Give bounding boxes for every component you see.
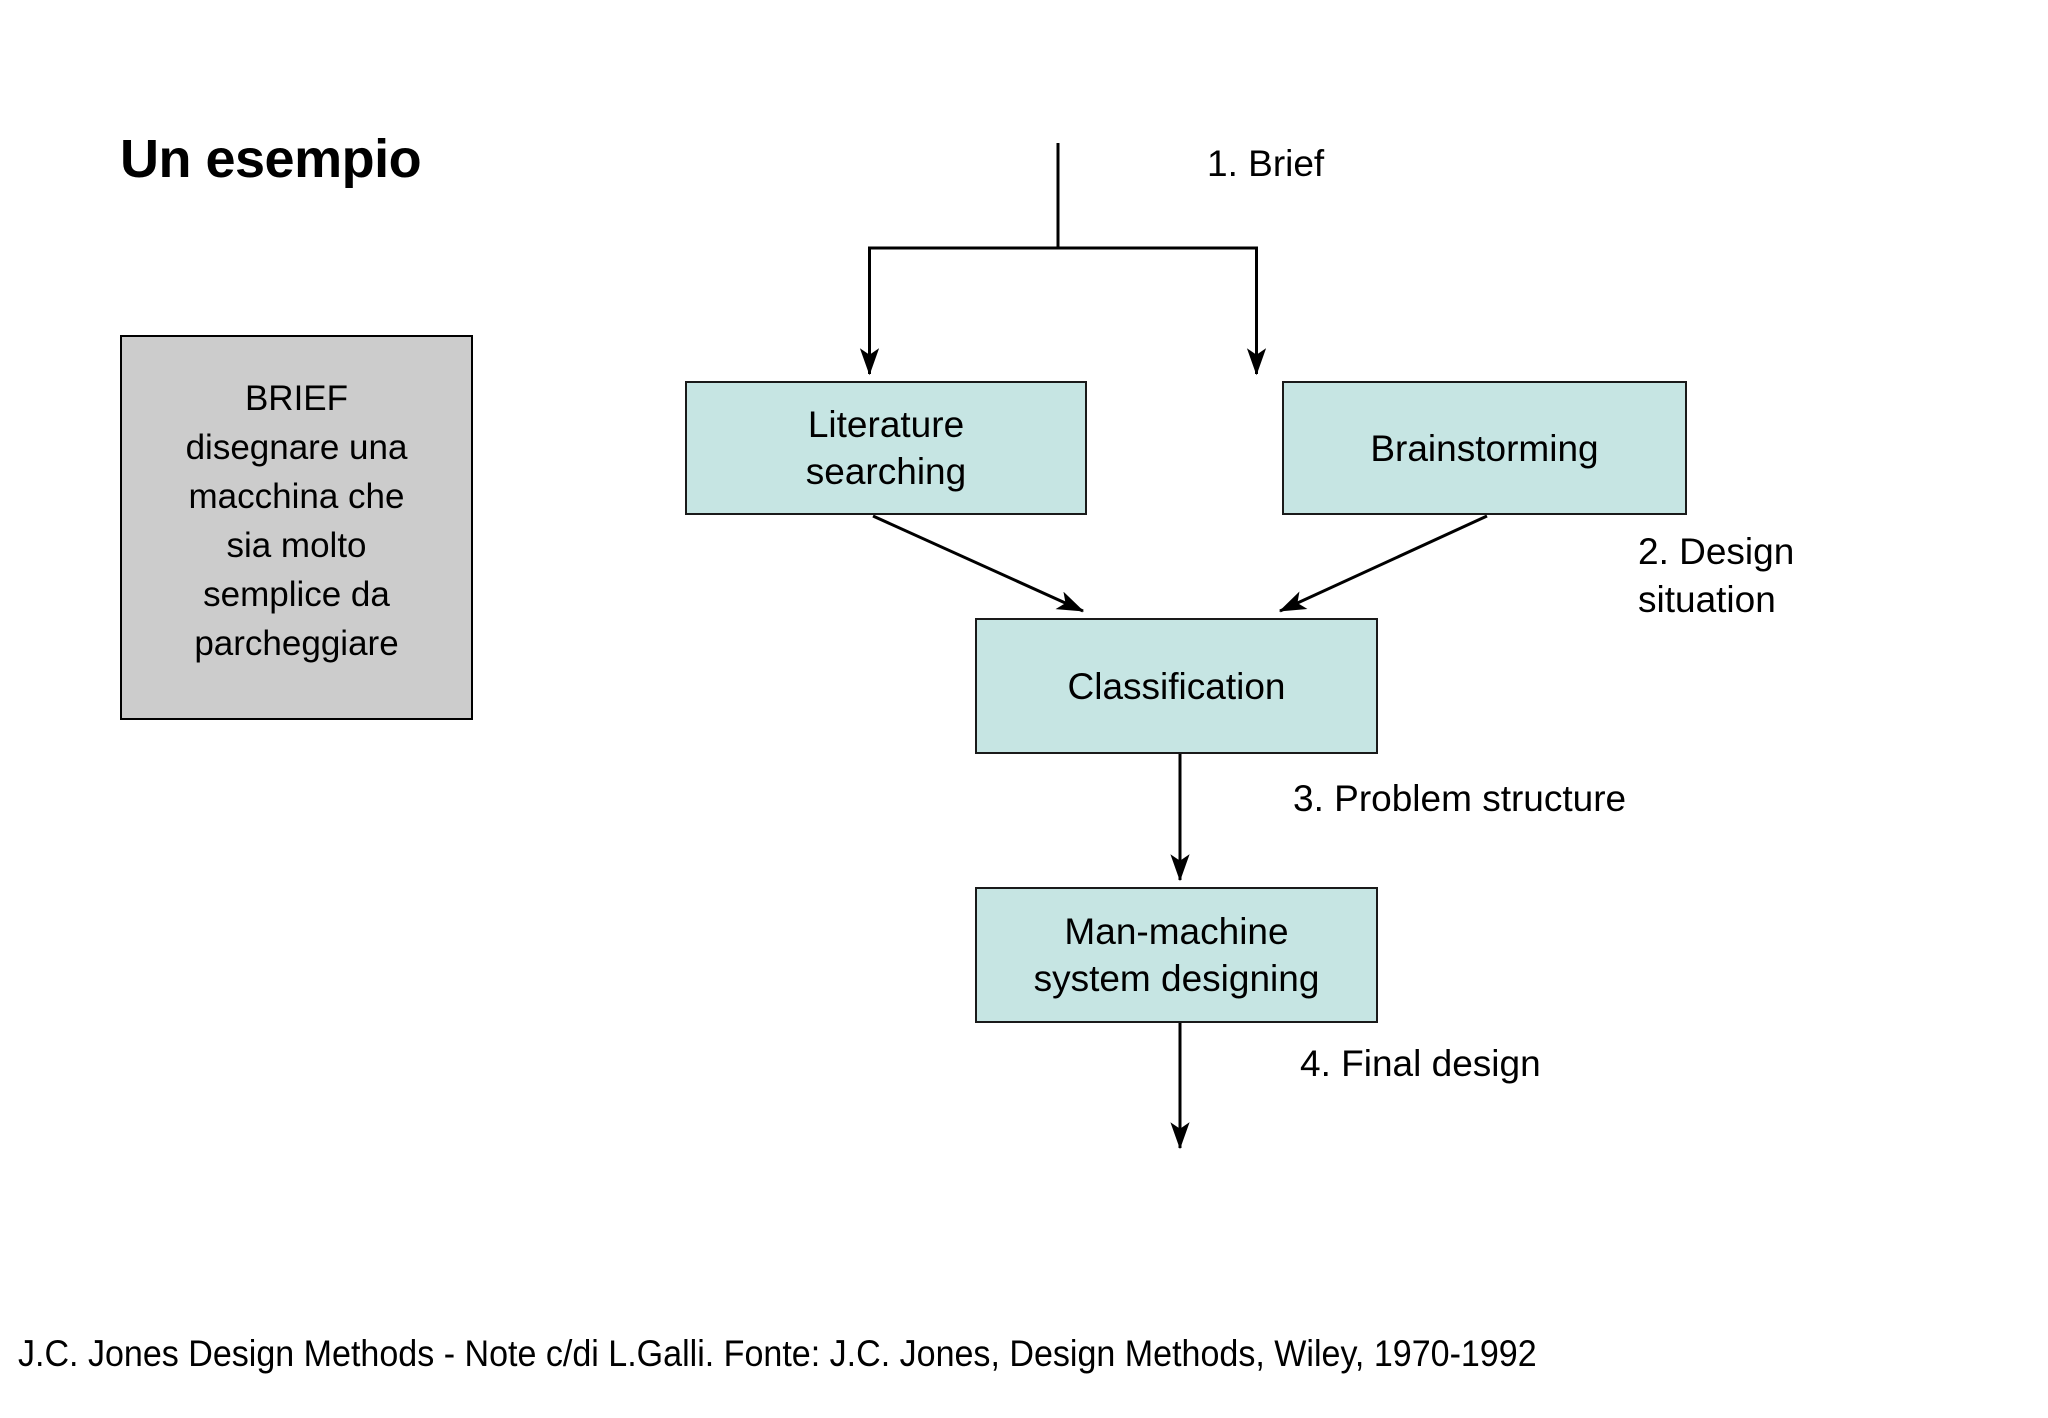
brief-box: BRIEF disegnare una macchina che sia mol… [120, 335, 473, 720]
stage-label-design-situation: 2. Design situation [1638, 531, 1795, 620]
footer-caption: J.C. Jones Design Methods - Note c/di L.… [18, 1333, 1537, 1374]
brief-box-text: BRIEF disegnare una macchina che sia mol… [185, 378, 408, 663]
flow-box-label: Man-machine system designing [1033, 911, 1320, 999]
stage-label-problem-structure: 3. Problem structure [1293, 778, 1627, 819]
page-title: Un esempio [120, 129, 422, 189]
flow-box-label: Brainstorming [1370, 427, 1599, 469]
flow-box-brainstorming[interactable]: Brainstorming [1282, 381, 1687, 515]
edge-brainstorming-to-classification [1278, 514, 1488, 613]
stage-label-final-design: 4. Final design [1300, 1043, 1541, 1084]
edge-literature-to-classification [872, 514, 1085, 613]
flow-box-literature-searching[interactable]: Literature searching [685, 381, 1087, 515]
flow-box-classification[interactable]: Classification [975, 618, 1378, 754]
flow-box-label: Literature searching [805, 404, 967, 492]
stage-label-brief: 1. Brief [1207, 143, 1325, 184]
flow-box-label: Classification [1067, 665, 1286, 707]
flow-box-man-machine-system-designing[interactable]: Man-machine system designing [975, 887, 1378, 1023]
